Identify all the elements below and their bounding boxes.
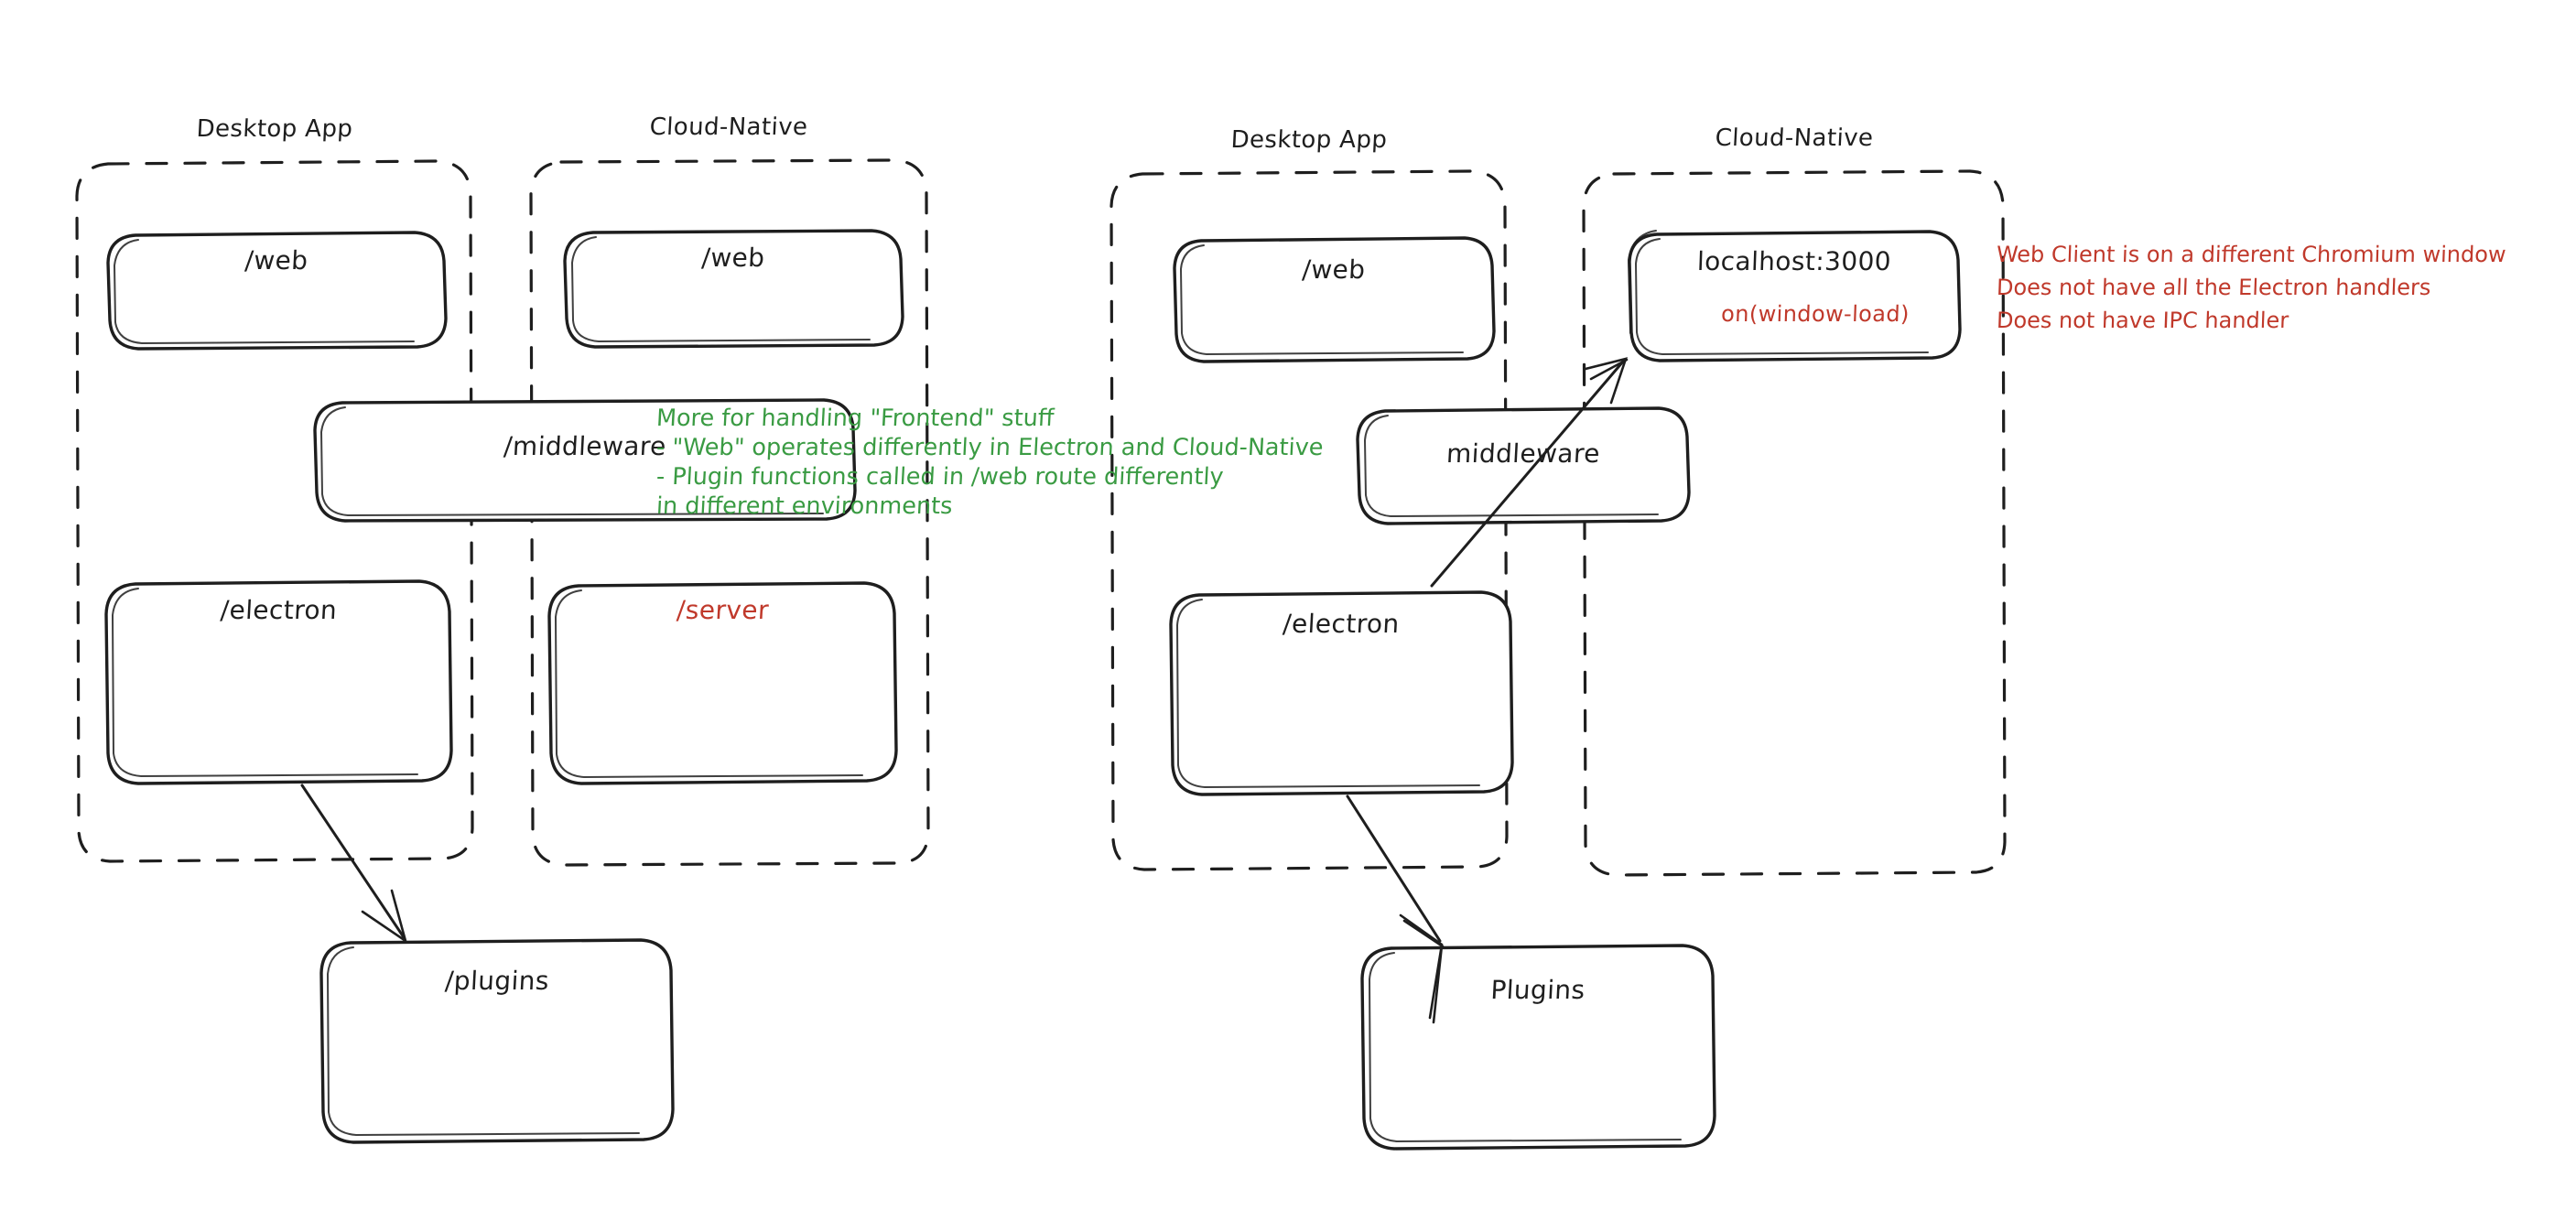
red-note-line-2: Does not have all the Electron handlers xyxy=(1996,275,2431,300)
right-cloud-native-title: Cloud-Native xyxy=(1714,124,1875,152)
red-note-line-3: Does not have IPC handler xyxy=(1996,308,2289,333)
left-plugins-label: /plugins xyxy=(444,966,550,996)
right-plugins-box xyxy=(1360,944,1716,1151)
left-electron-label: /electron xyxy=(219,595,339,625)
right-electron-label: /electron xyxy=(1282,609,1401,639)
left-server-label: /server xyxy=(676,595,770,625)
left-desktop-web-box xyxy=(106,231,448,351)
right-desktop-app-container xyxy=(1109,169,1509,871)
right-electron-box xyxy=(1169,590,1514,796)
left-plugins-box xyxy=(319,938,675,1144)
right-desktop-web-label: /web xyxy=(1301,254,1367,285)
left-cloud-web-box xyxy=(563,229,904,349)
right-cloud-native-container xyxy=(1582,169,2007,877)
right-middleware-label: middleware xyxy=(1445,438,1601,469)
green-note-line-3: - Plugin functions called in /web route … xyxy=(655,463,1225,491)
left-server-box xyxy=(547,581,898,785)
left-desktop-app-title: Desktop App xyxy=(195,115,354,143)
arrow-left-electron-to-plugins xyxy=(300,784,408,945)
left-desktop-app-container xyxy=(75,159,474,863)
arrow-right-electron-to-plugins xyxy=(1346,794,1445,1024)
right-middleware-box xyxy=(1356,406,1691,525)
green-note-line-4: in different environments xyxy=(655,492,954,520)
left-cloud-native-title: Cloud-Native xyxy=(648,113,809,141)
left-cloud-native-container xyxy=(529,158,930,867)
right-desktop-web-box xyxy=(1173,236,1496,363)
right-localhost-box xyxy=(1628,230,1962,362)
right-plugins-label: Plugins xyxy=(1489,975,1586,1005)
right-localhost-sublabel: on(window-load) xyxy=(1720,301,1910,327)
left-electron-box xyxy=(104,579,453,785)
right-desktop-app-title: Desktop App xyxy=(1229,126,1389,154)
right-localhost-label: localhost:3000 xyxy=(1696,246,1892,276)
left-middleware-box xyxy=(313,398,857,523)
red-note-line-1: Web Client is on a different Chromium wi… xyxy=(1996,242,2507,267)
arrow-right-electron-to-localhost xyxy=(1430,357,1629,588)
green-note-line-1: More for handling "Frontend" stuff xyxy=(655,405,1055,432)
left-cloud-web-label: /web xyxy=(700,243,766,273)
green-note-line-2: - "Web" operates differently in Electron… xyxy=(655,434,1325,461)
left-desktop-web-label: /web xyxy=(244,245,309,276)
